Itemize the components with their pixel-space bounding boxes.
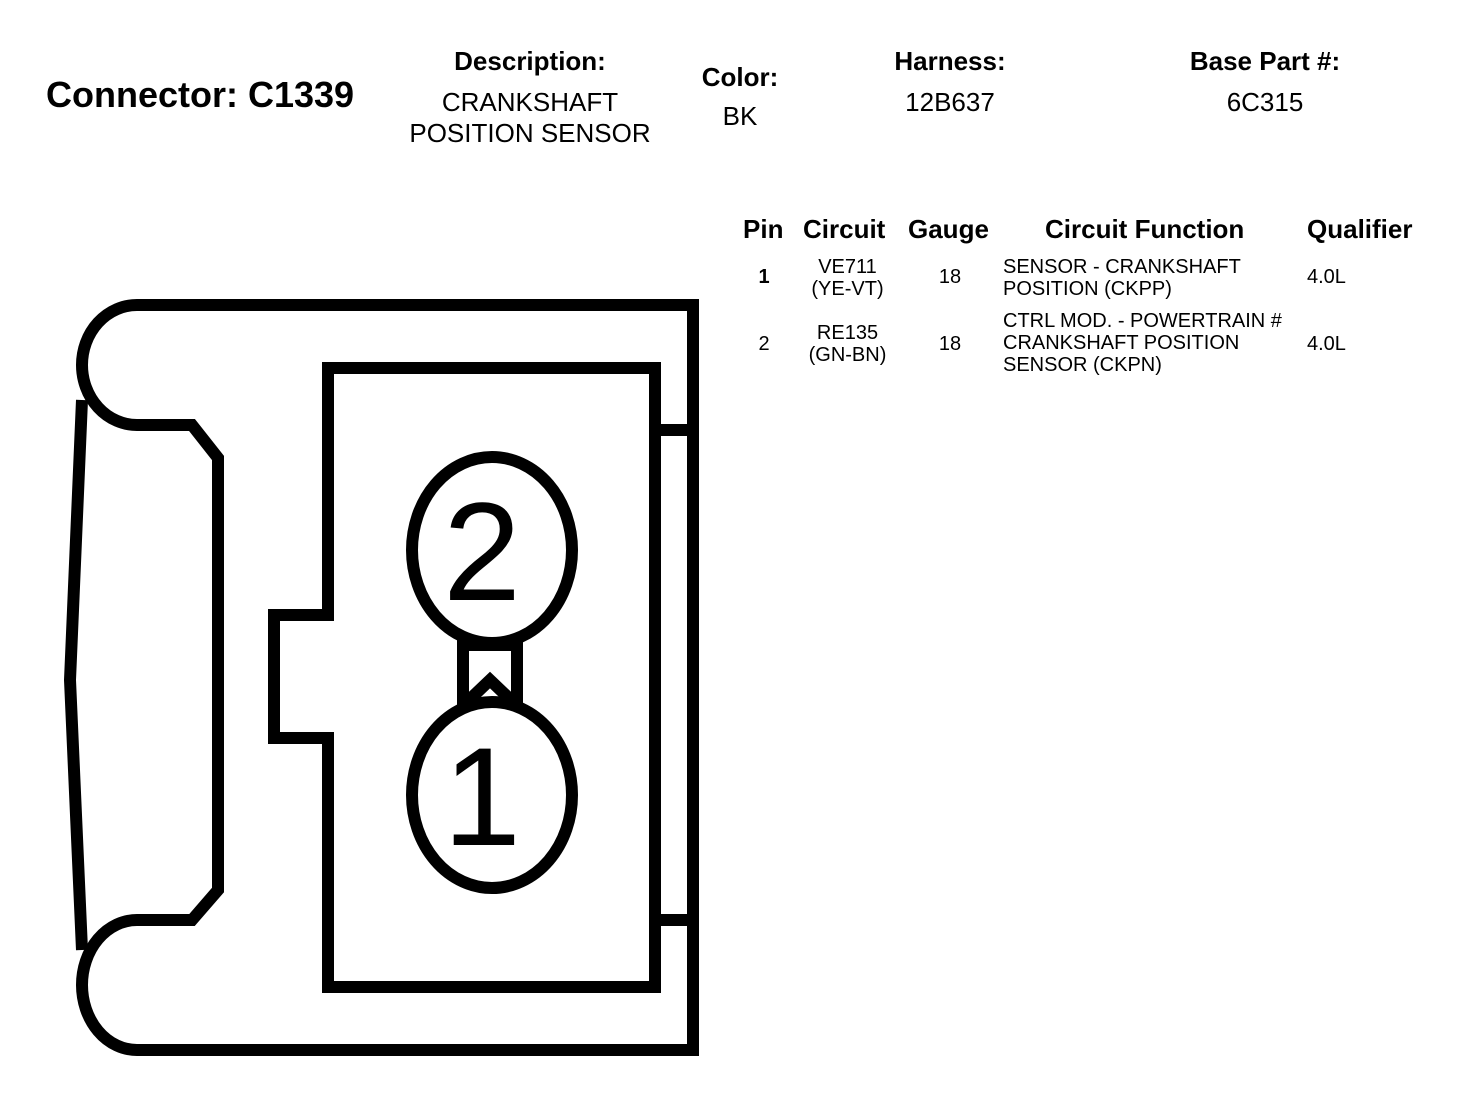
description-label: Description: xyxy=(454,46,606,76)
base-part-label: Base Part #: xyxy=(1189,46,1341,76)
color-value: BK xyxy=(722,101,758,131)
connector-inner-housing xyxy=(268,362,661,993)
harness-label: Harness: xyxy=(894,46,1006,76)
row2-qualifier: 4.0L xyxy=(1307,333,1346,355)
pin-2-cavity xyxy=(406,451,578,649)
col-header-function: Circuit Function xyxy=(1045,214,1245,244)
pin-bridge-chevron xyxy=(462,671,518,707)
row1-circuit-color: (YE-VT) xyxy=(811,278,884,300)
row2-gauge: 18 xyxy=(938,333,962,355)
description-line-1: CRANKSHAFT xyxy=(441,87,619,117)
row1-qualifier: 4.0L xyxy=(1307,266,1346,288)
pin-1-cavity xyxy=(406,696,578,894)
row1-circuit: VE711 (YE-VT) xyxy=(790,256,905,300)
pin-1-label: 1 xyxy=(443,718,521,875)
row2-circuit-id: RE135 xyxy=(816,322,879,344)
base-part-block: Base Part #: 6C315 xyxy=(1165,46,1365,118)
connector-title: Connector: C1339 xyxy=(46,74,355,115)
row1-pin: 1 xyxy=(758,266,770,288)
row2-function-line-3: SENSOR (CKPN) xyxy=(1003,354,1162,376)
connector-shell-outline xyxy=(75,299,699,1056)
row2-pin: 2 xyxy=(758,333,770,355)
harness-block: Harness: 12B637 xyxy=(850,46,1050,118)
color-label: Color: xyxy=(701,62,779,92)
row2-circuit: RE135 (GN-BN) xyxy=(790,322,905,366)
col-header-gauge: Gauge xyxy=(908,214,989,244)
col-header-circuit: Circuit xyxy=(803,214,886,244)
col-header-pin: Pin xyxy=(743,214,784,244)
row1-function-line-1: SENSOR - CRANKSHAFT xyxy=(1003,256,1241,278)
color-block: Color: BK xyxy=(680,62,800,132)
row2-function: CTRL MOD. - POWERTRAIN # CRANKSHAFT POSI… xyxy=(1003,310,1282,376)
row2-function-line-2: CRANKSHAFT POSITION xyxy=(1003,332,1240,354)
row2-circuit-color: (GN-BN) xyxy=(808,344,887,366)
description-line-2: POSITION SENSOR xyxy=(409,118,651,148)
row1-circuit-id: VE711 xyxy=(818,256,877,278)
row1-function-line-2: POSITION (CKPP) xyxy=(1003,278,1172,300)
row2-function-line-1: CTRL MOD. - POWERTRAIN # xyxy=(1003,310,1282,332)
row1-function: SENSOR - CRANKSHAFT POSITION (CKPP) xyxy=(1003,256,1241,300)
pin-bridge xyxy=(457,639,523,718)
description-block: Description: CRANKSHAFT POSITION SENSOR xyxy=(380,46,680,149)
row1-gauge: 18 xyxy=(938,266,962,288)
pin-2-label: 2 xyxy=(443,473,521,630)
connector-left-face xyxy=(63,399,88,951)
harness-value: 12B637 xyxy=(905,87,995,117)
base-part-value: 6C315 xyxy=(1226,87,1304,117)
col-header-qualifier: Qualifier xyxy=(1307,214,1413,244)
